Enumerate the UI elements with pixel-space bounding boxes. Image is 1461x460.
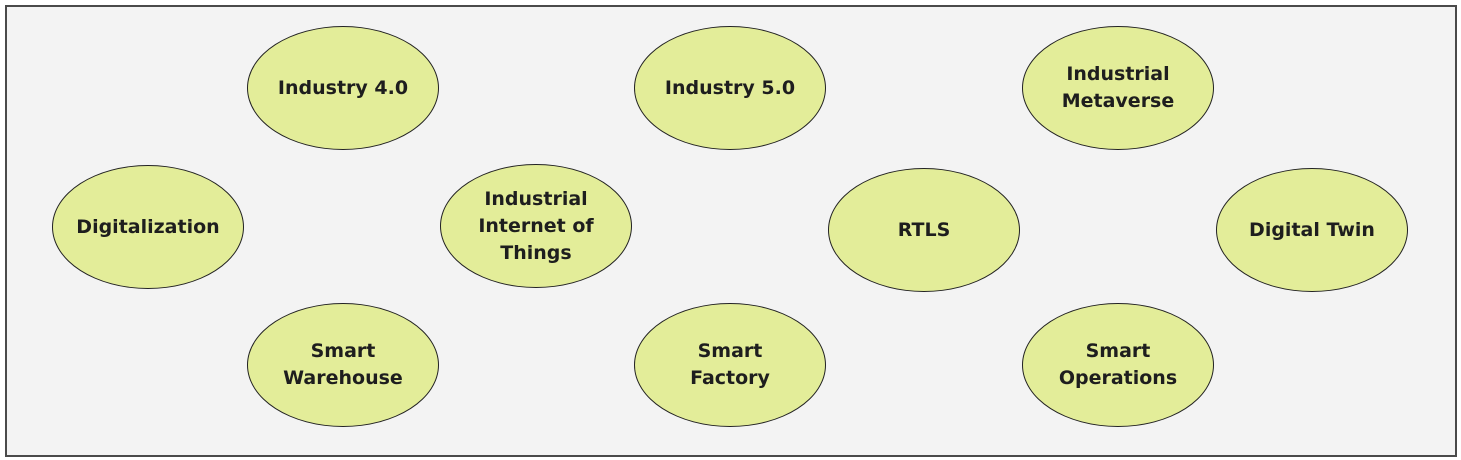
diagram-canvas: Industry 4.0 Industry 5.0 Industrial Met… <box>5 5 1457 457</box>
node-industry-4-0: Industry 4.0 <box>247 26 439 150</box>
node-industry-5-0: Industry 5.0 <box>634 26 826 150</box>
node-digital-twin: Digital Twin <box>1216 168 1408 292</box>
node-industrial-internet-of-things: Industrial Internet of Things <box>440 164 632 288</box>
node-label: Smart Factory <box>690 340 770 389</box>
node-digitalization: Digitalization <box>52 165 244 289</box>
node-industrial-metaverse: Industrial Metaverse <box>1022 26 1214 150</box>
node-label: RTLS <box>897 218 951 241</box>
node-label: Industrial Metaverse <box>1061 63 1175 112</box>
node-label: Industrial Internet of Things <box>478 187 594 264</box>
node-rtls: RTLS <box>828 168 1020 292</box>
node-label: Digital Twin <box>1249 218 1375 241</box>
node-label: Smart Warehouse <box>283 340 403 389</box>
node-label: Smart Operations <box>1058 340 1178 389</box>
node-label: Digitalization <box>76 215 220 238</box>
node-smart-warehouse: Smart Warehouse <box>247 303 439 427</box>
node-smart-factory: Smart Factory <box>634 303 826 427</box>
node-label: Industry 4.0 <box>277 76 409 99</box>
node-smart-operations: Smart Operations <box>1022 303 1214 427</box>
node-label: Industry 5.0 <box>664 76 796 99</box>
